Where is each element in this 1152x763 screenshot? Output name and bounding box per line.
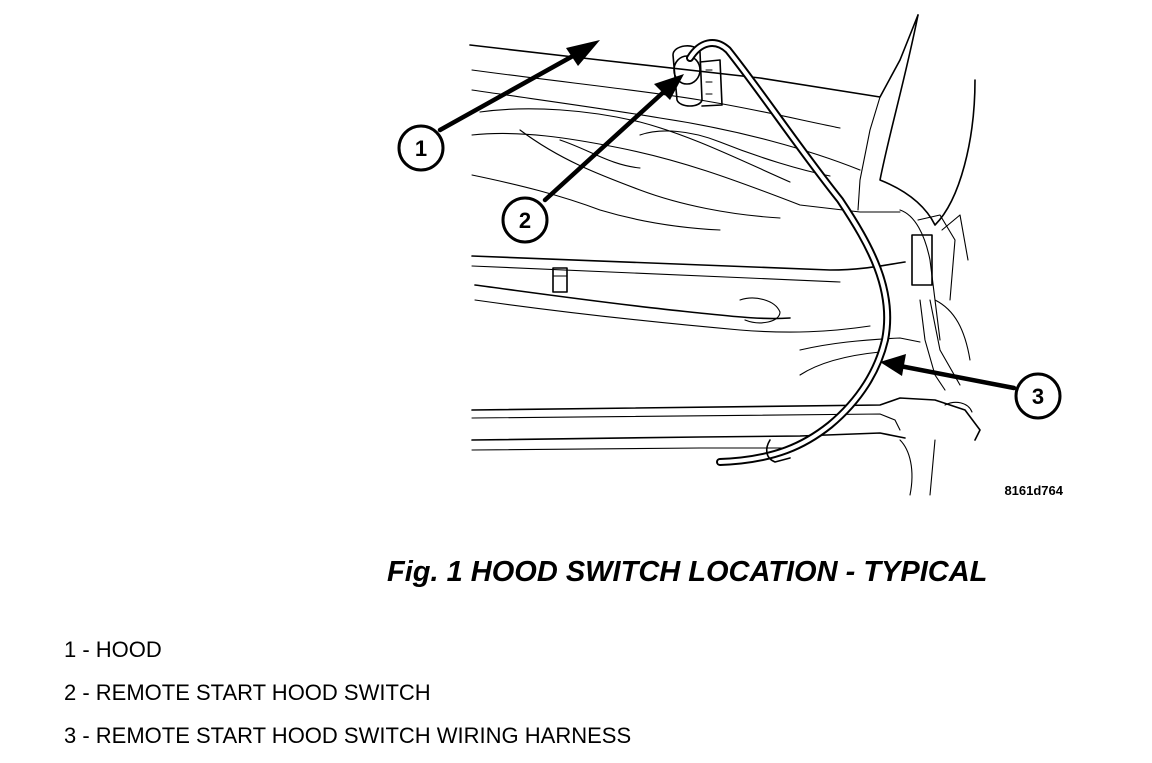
legend-item-hood-switch: 2 - REMOTE START HOOD SWITCH <box>64 680 431 705</box>
legend-list: 1 - HOOD 2 - REMOTE START HOOD SWITCH 3 … <box>64 634 631 763</box>
hood-switch-illustration: 1 2 3 8161d764 <box>397 14 1064 498</box>
legend-item-wiring-harness: 3 - REMOTE START HOOD SWITCH WIRING HARN… <box>64 723 632 748</box>
figure-caption: Fig. 1 HOOD SWITCH LOCATION - TYPICAL <box>387 556 988 588</box>
callout-2-label: 2 <box>519 208 531 233</box>
callout-3-label: 3 <box>1032 384 1044 409</box>
engine-bay-drawing <box>469 14 981 496</box>
callout-2: 2 <box>501 196 549 244</box>
callout-3: 3 <box>1014 372 1062 420</box>
callout-1: 1 <box>397 124 445 172</box>
image-code: 8161d764 <box>1004 483 1063 498</box>
callout-1-leader <box>437 40 600 133</box>
callout-2-leader <box>542 74 684 203</box>
callout-1-label: 1 <box>415 136 427 161</box>
legend-item-hood: 1 - HOOD <box>64 637 162 662</box>
wiring-harness <box>686 39 892 466</box>
hood-switch <box>672 45 723 107</box>
callout-3-leader <box>880 354 1017 391</box>
